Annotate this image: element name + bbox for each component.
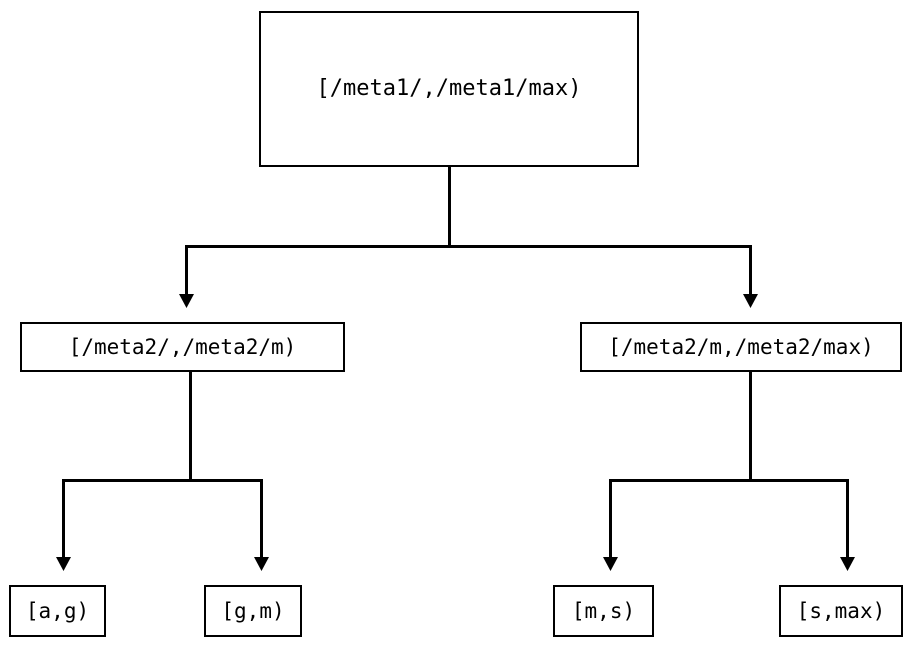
tree-node-mid-left-label: [/meta2/,/meta2/m) [68,334,297,359]
edge-mid-left-to-leaf-ag [56,372,192,571]
tree-node-leaf-ms-label: [m,s) [571,598,636,623]
arrowhead-icon [743,294,758,308]
tree-node-mid-right[interactable]: [/meta2/m,/meta2/max) [580,322,902,372]
edge-root-to-mid-right [449,245,758,308]
tree-node-leaf-ms[interactable]: [m,s) [553,585,654,637]
tree-node-leaf-smax-label: [s,max) [796,598,886,623]
tree-node-root-label: [/meta1/,/meta1/max) [316,76,582,101]
tree-node-leaf-ag[interactable]: [a,g) [9,585,106,637]
tree-node-leaf-ag-label: [a,g) [25,598,90,623]
tree-node-leaf-smax[interactable]: [s,max) [779,585,903,637]
arrowhead-icon [56,557,71,571]
arrowhead-icon [254,557,269,571]
tree-node-leaf-gm[interactable]: [g,m) [204,585,302,637]
arrowhead-icon [179,294,194,308]
edge-mid-right-to-leaf-ms [603,372,752,571]
edge-mid-right-to-leaf-smax [750,479,855,571]
tree-node-mid-left[interactable]: [/meta2/,/meta2/m) [20,322,345,372]
edge-mid-left-to-leaf-gm [190,479,269,571]
edge-root-to-mid-left [179,167,451,308]
arrowhead-icon [840,557,855,571]
tree-node-root[interactable]: [/meta1/,/meta1/max) [259,11,639,167]
arrowhead-icon [603,557,618,571]
tree-node-leaf-gm-label: [g,m) [221,598,285,623]
tree-node-mid-right-label: [/meta2/m,/meta2/max) [608,334,874,359]
